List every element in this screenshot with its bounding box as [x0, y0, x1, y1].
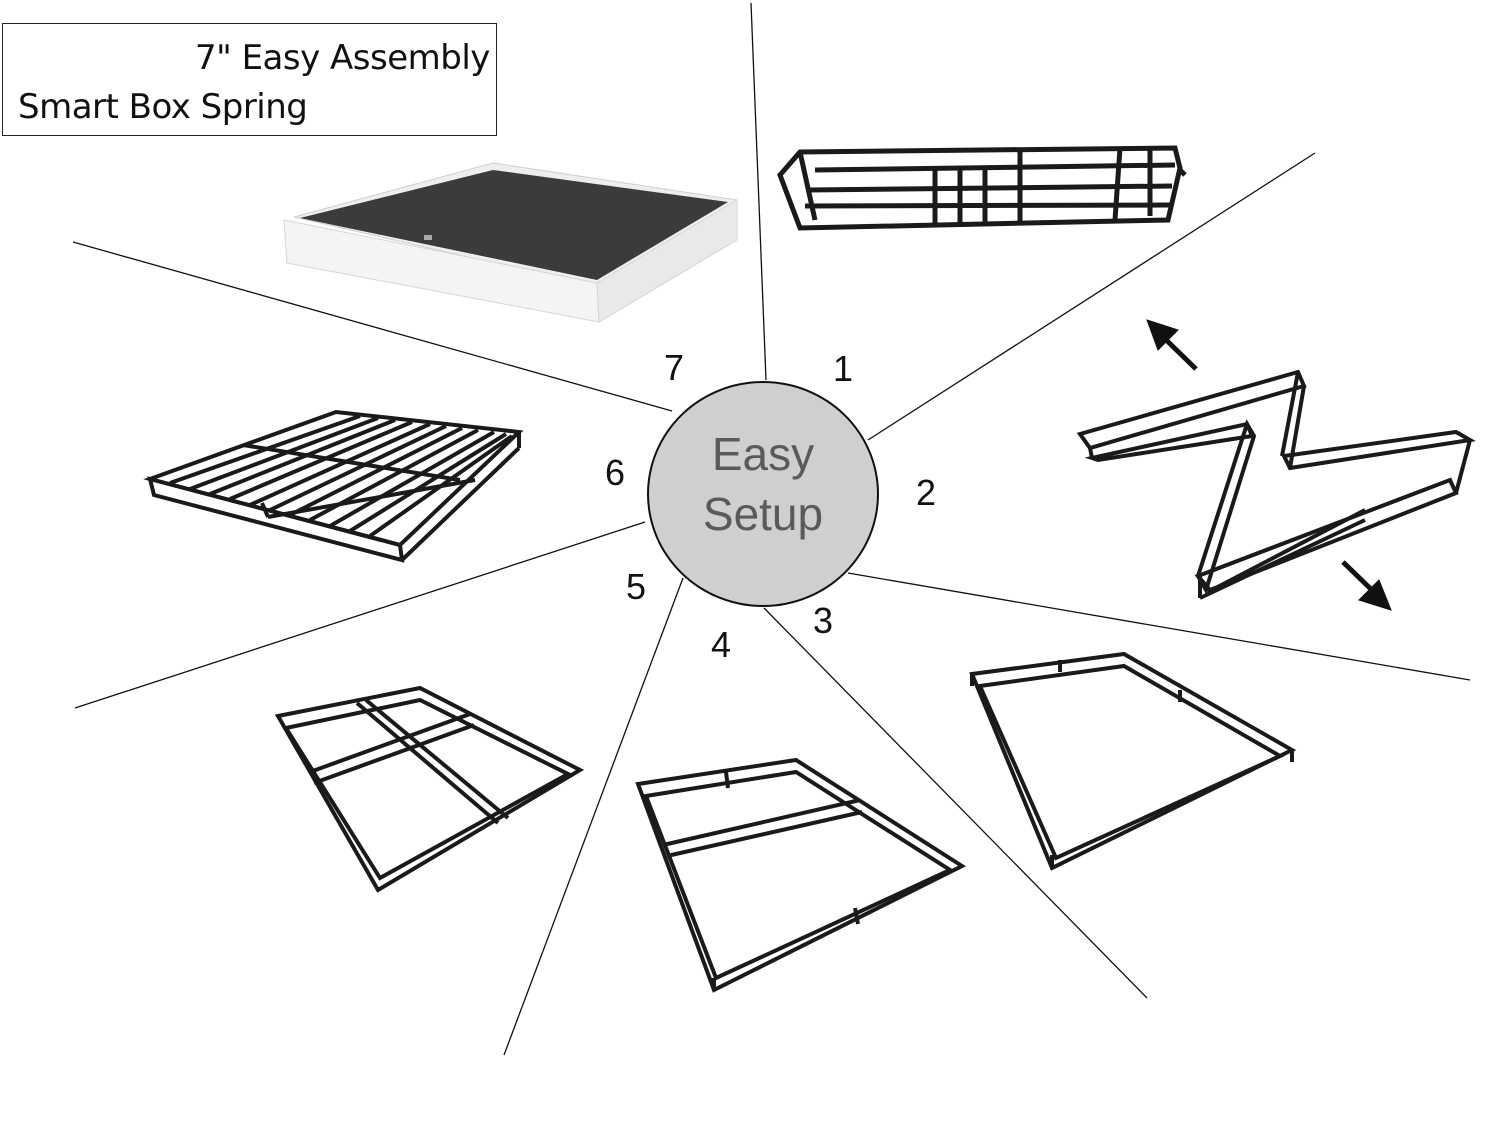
arrow-up-left-icon: [1146, 319, 1179, 351]
title-box: 7" Easy Assembly Smart Box Spring: [2, 23, 497, 136]
step-number-2: 2: [916, 472, 937, 513]
title-line-1: 7" Easy Assembly: [195, 38, 490, 78]
divider-line: [74, 521, 646, 709]
step-number-6: 6: [605, 452, 626, 493]
folded-frame-image: [777, 145, 1187, 231]
step-number-4: 4: [711, 624, 732, 665]
divider-line: [867, 152, 1316, 441]
step-number-1: 1: [833, 348, 854, 389]
hub-text-line-1: Easy: [711, 428, 815, 480]
divider-line: [847, 572, 1471, 681]
hub-text-line-2: Setup: [702, 488, 824, 540]
perimeter-frame-image: [969, 651, 1297, 871]
finished-box-spring-image: [283, 162, 739, 323]
step-number-3: 3: [813, 600, 834, 641]
divider-lines: [72, 2, 1471, 1056]
arrow-down-right-icon: [1358, 579, 1392, 611]
center-hub: Easy Setup: [647, 381, 879, 607]
divider-line: [503, 577, 684, 1056]
title-line-2: Smart Box Spring: [18, 87, 308, 127]
expand-arrows: [1146, 319, 1392, 611]
step-number-5: 5: [626, 566, 647, 607]
divider-line: [763, 607, 1148, 999]
frame-cross-image: [274, 685, 585, 893]
divider-line: [72, 241, 673, 412]
step-number-7: 7: [664, 347, 685, 388]
divider-line: [750, 2, 767, 381]
frame-one-crossbar-image: [635, 757, 967, 993]
assembled-frame-image: [143, 409, 524, 563]
unfolding-frame-image: [1076, 369, 1476, 600]
